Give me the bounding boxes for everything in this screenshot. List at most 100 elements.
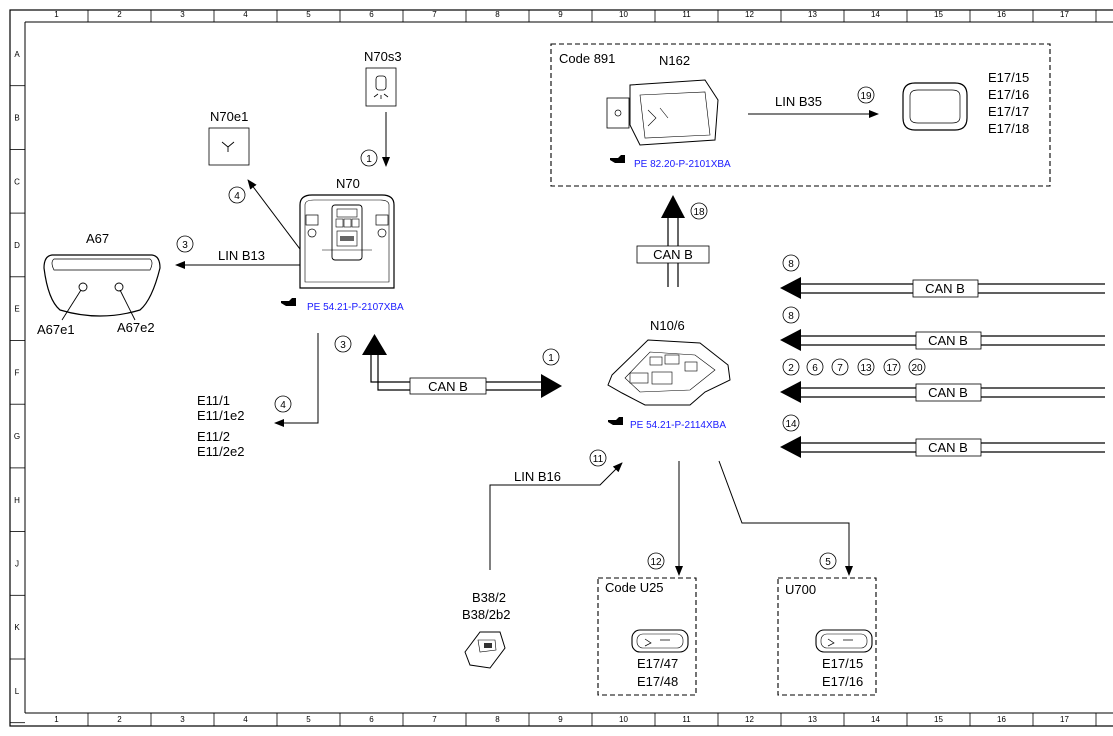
row-label: C: [14, 177, 20, 186]
n70s3-label: N70s3: [364, 49, 402, 64]
svg-text:20: 20: [911, 363, 923, 374]
svg-text:E17/15: E17/15: [988, 70, 1029, 85]
row-label: B: [14, 114, 19, 123]
column-label: 17: [1060, 715, 1069, 724]
diagram-frame: [9, 9, 1113, 727]
column-label: 14: [871, 715, 880, 724]
svg-text:12: 12: [650, 557, 662, 568]
svg-text:CAN B: CAN B: [928, 333, 968, 348]
signal-4-top: 4: [228, 186, 246, 204]
svg-text:3: 3: [182, 240, 188, 251]
lin-b35-label: LIN B35: [775, 94, 822, 109]
row-label: E: [14, 305, 19, 314]
line-to-u700: [718, 460, 853, 576]
svg-text:B38/2: B38/2: [472, 590, 506, 605]
row-label: A: [14, 50, 20, 59]
e11-labels: E11/1 E11/1e2 E11/2 E11/2e2: [197, 393, 244, 459]
column-label: 2: [117, 10, 122, 19]
svg-text:CAN B: CAN B: [428, 379, 468, 394]
svg-text:CAN B: CAN B: [928, 440, 968, 455]
reference-hand-icon: [281, 298, 296, 306]
column-label: 1: [54, 10, 59, 19]
n70s3-switch: N70s3: [364, 49, 402, 107]
row-label: D: [14, 241, 20, 250]
svg-text:B38/2b2: B38/2b2: [462, 607, 510, 622]
signal-5: 5: [819, 552, 837, 570]
a67-label: A67: [86, 231, 109, 246]
can-b-input-8-upper: CAN B 8: [780, 254, 1105, 299]
svg-text:E17/15: E17/15: [822, 656, 863, 671]
n162-module: [606, 79, 719, 146]
svg-text:14: 14: [785, 419, 797, 430]
a67e1-label: A67e1: [37, 322, 75, 337]
svg-text:19: 19: [860, 91, 872, 102]
row-label: F: [15, 368, 20, 377]
svg-text:Code U25: Code U25: [605, 580, 664, 595]
svg-text:4: 4: [280, 400, 286, 411]
n70-label: N70: [336, 176, 360, 191]
svg-text:E17/16: E17/16: [822, 674, 863, 689]
svg-text:PE 82.20-P-2101XBA: PE 82.20-P-2101XBA: [634, 159, 731, 170]
n10-6-label: N10/6: [650, 318, 685, 333]
column-label: 4: [243, 10, 248, 19]
svg-text:2: 2: [788, 363, 794, 374]
svg-text:E11/2e2: E11/2e2: [197, 444, 244, 459]
column-label: 5: [306, 715, 311, 724]
signal-4-bottom: 4: [274, 395, 292, 413]
column-label: 16: [997, 10, 1006, 19]
row-label: K: [14, 623, 20, 632]
row-label: H: [14, 496, 20, 505]
column-label: 12: [745, 715, 754, 724]
column-label: 13: [808, 715, 817, 724]
svg-text:E17/18: E17/18: [988, 121, 1029, 136]
svg-text:CAN B: CAN B: [925, 281, 965, 296]
code-891-box: Code 891 N162 LIN B35 19 E17/15 E17/16 E…: [550, 43, 1051, 187]
lamp-icon: [375, 75, 387, 91]
svg-text:8: 8: [788, 259, 794, 270]
column-label: 4: [243, 715, 248, 724]
column-label: 10: [619, 10, 628, 19]
svg-text:13: 13: [860, 363, 872, 374]
column-label: 3: [180, 715, 185, 724]
row-label: J: [15, 559, 19, 568]
line-n70-to-e11: [274, 333, 319, 427]
signal-3-left: 3: [176, 235, 194, 253]
signal-11: 11: [589, 449, 607, 467]
column-label: 11: [682, 715, 691, 724]
svg-text:E17/48: E17/48: [637, 674, 678, 689]
can-b-to-n162: CAN B 18: [636, 195, 710, 287]
n70e1-label: N70e1: [210, 109, 248, 124]
svg-text:E17/47: E17/47: [637, 656, 678, 671]
svg-text:E17/17: E17/17: [988, 104, 1029, 119]
a67-mirror: A67 A67e1 A67e2: [37, 231, 161, 337]
row-label: L: [15, 687, 20, 696]
svg-text:E11/1e2: E11/1e2: [197, 408, 244, 423]
svg-text:U700: U700: [785, 582, 816, 597]
signal-3-can: 3: [334, 335, 352, 353]
svg-text:PE 54.21-P-2114XBA: PE 54.21-P-2114XBA: [630, 420, 726, 431]
column-label: 14: [871, 10, 880, 19]
svg-text:11: 11: [593, 454, 604, 465]
signal-1-top: 1: [360, 149, 378, 167]
column-label: 7: [432, 715, 437, 724]
column-label: 13: [808, 10, 817, 19]
lamp-icon: [221, 141, 235, 152]
column-label: 6: [369, 10, 374, 19]
code-u25-box: Code U25 E17/47 E17/48: [597, 577, 697, 696]
signal-12: 12: [647, 552, 665, 570]
a67e2-label: A67e2: [117, 320, 155, 335]
svg-text:17: 17: [886, 363, 898, 374]
signal-1-can: 1: [542, 348, 560, 366]
n70-ref: PE 54.21-P-2107XBA: [281, 298, 404, 313]
column-label: 3: [180, 10, 185, 19]
column-label: 8: [495, 10, 500, 19]
column-label: 1: [54, 715, 59, 724]
column-label: 9: [558, 715, 563, 724]
svg-text:1: 1: [366, 154, 372, 165]
svg-text:4: 4: [234, 191, 240, 202]
svg-text:PE 54.21-P-2107XBA: PE 54.21-P-2107XBA: [307, 302, 404, 313]
svg-text:CAN B: CAN B: [928, 385, 968, 400]
can-b-n70-n10: CAN B: [362, 334, 562, 398]
column-label: 12: [745, 10, 754, 19]
